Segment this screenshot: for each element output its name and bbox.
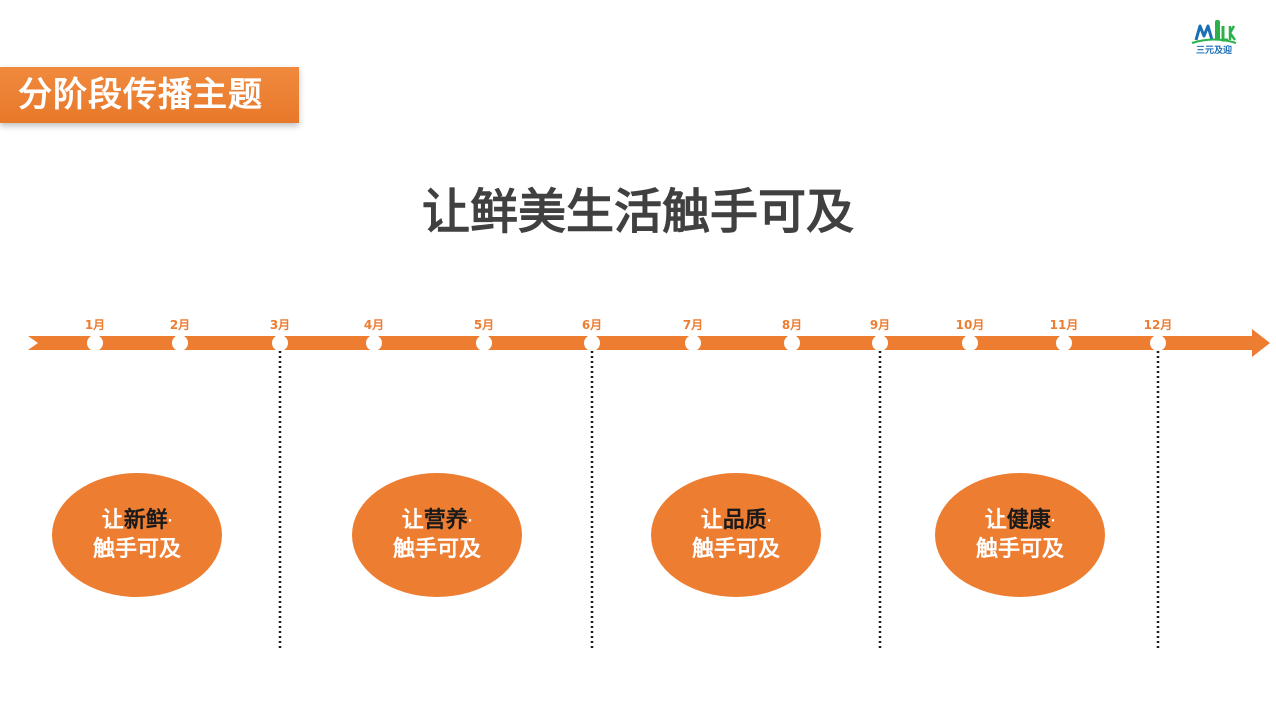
month-marker bbox=[962, 335, 978, 351]
phase-tagline: 触手可及 bbox=[691, 537, 780, 563]
phase-prefix: 让 bbox=[984, 507, 1007, 533]
phase-bubble-nutrition: 让营养· 触手可及 bbox=[352, 473, 522, 597]
phase-dot: · bbox=[1050, 513, 1056, 528]
month-marker bbox=[172, 335, 188, 351]
month-label: 8月 bbox=[781, 318, 803, 332]
month-marker bbox=[1056, 335, 1072, 351]
month-marker bbox=[784, 335, 800, 351]
month-label: 5月 bbox=[473, 318, 495, 332]
page-title: 让鲜美生活触手可及 bbox=[421, 184, 854, 240]
month-label: 1月 bbox=[84, 318, 106, 332]
phase-keyword: 新鲜 bbox=[123, 507, 168, 533]
month-marker bbox=[476, 335, 492, 351]
logo-text: 三元及迎 bbox=[1195, 46, 1232, 56]
month-label: 11月 bbox=[1049, 318, 1079, 332]
month-marker bbox=[272, 335, 288, 351]
month-label: 2月 bbox=[169, 318, 191, 332]
phase-dot: · bbox=[766, 513, 772, 528]
phase-keyword: 健康 bbox=[1006, 507, 1051, 533]
phase-prefix: 让 bbox=[401, 507, 424, 533]
timeline-arrow bbox=[28, 329, 1270, 357]
month-label: 9月 bbox=[869, 318, 891, 332]
month-label: 7月 bbox=[682, 318, 704, 332]
month-label: 12月 bbox=[1143, 318, 1173, 332]
month-label: 3月 bbox=[269, 318, 291, 332]
month-marker bbox=[685, 335, 701, 351]
phase-tagline: 触手可及 bbox=[92, 537, 181, 563]
phase-bubble-health: 让健康· 触手可及 bbox=[935, 473, 1105, 597]
phase-dot: · bbox=[167, 513, 173, 528]
phase-keyword: 品质 bbox=[722, 507, 767, 533]
month-marker bbox=[366, 335, 382, 351]
month-label: 4月 bbox=[363, 318, 385, 332]
phase-tagline: 触手可及 bbox=[392, 537, 481, 563]
section-title-tag: 分阶段传播主题 bbox=[0, 67, 299, 123]
phase-tagline: 触手可及 bbox=[975, 537, 1064, 563]
milk-logo-icon bbox=[1191, 20, 1237, 44]
month-marker bbox=[584, 335, 600, 351]
month-marker bbox=[1150, 335, 1166, 351]
phase-bubble-fresh: 让新鲜· 触手可及 bbox=[52, 473, 222, 597]
month-label: 6月 bbox=[581, 318, 603, 332]
phase-bubble-quality: 让品质· 触手可及 bbox=[651, 473, 821, 597]
phase-dot: · bbox=[467, 513, 473, 528]
month-label: 10月 bbox=[955, 318, 985, 332]
phase-prefix: 让 bbox=[700, 507, 723, 533]
month-marker bbox=[872, 335, 888, 351]
month-marker bbox=[87, 335, 103, 351]
phase-keyword: 营养 bbox=[423, 507, 468, 533]
phase-prefix: 让 bbox=[101, 507, 124, 533]
